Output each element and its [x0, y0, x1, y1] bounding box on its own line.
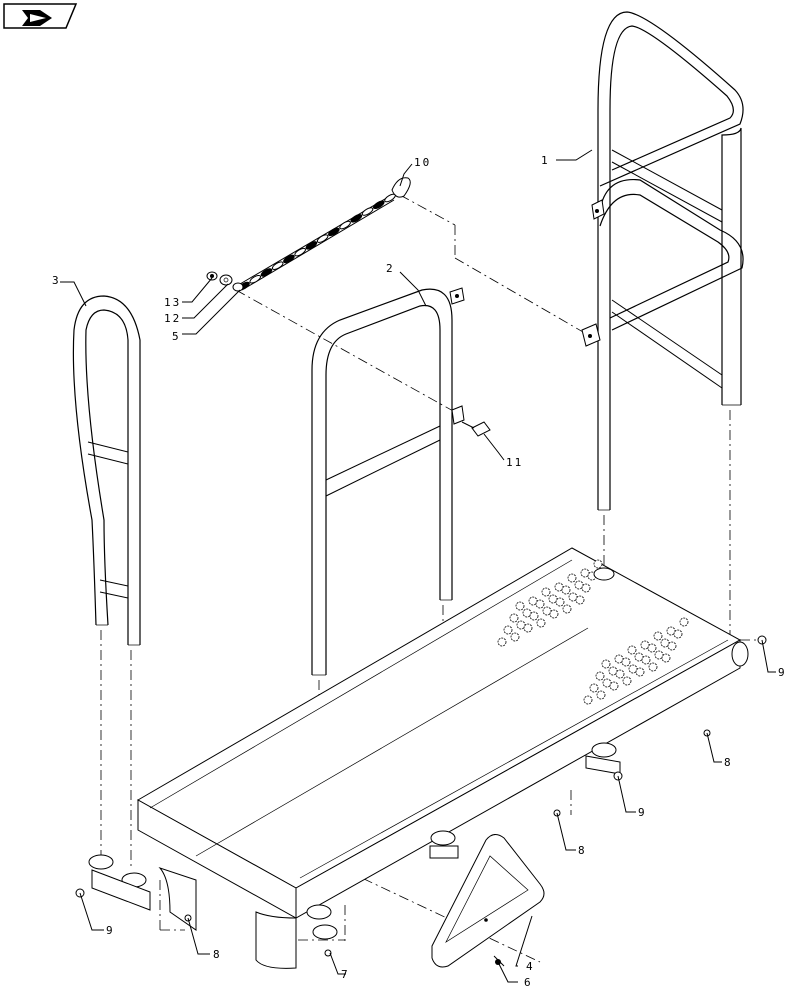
perforation-hole: [647, 643, 657, 653]
callout-10: 10: [414, 156, 431, 169]
perforation-hole: [536, 618, 546, 628]
perforation-hole: [583, 695, 593, 705]
perforation-hole: [679, 617, 689, 627]
callout-13: 13: [164, 296, 181, 309]
perforation-hole: [621, 657, 631, 667]
reflector-4: [431, 834, 545, 968]
perforation-hole: [497, 637, 507, 647]
platform: [136, 547, 742, 969]
chain-link: [350, 214, 363, 223]
perforation-hole: [510, 632, 520, 642]
callout-8b: 8: [578, 844, 587, 857]
chain-links: [238, 193, 396, 291]
perforation-hole: [523, 623, 533, 633]
callout-9c: 9: [778, 666, 787, 679]
perforation-hole: [562, 604, 572, 614]
perforation-hole: [593, 559, 603, 569]
perforation-hole: [653, 631, 663, 641]
handrail-2: [311, 287, 465, 676]
perforations: [497, 559, 689, 705]
callout-11: 11: [506, 456, 523, 469]
chain-link: [294, 247, 306, 257]
perforation-hole: [575, 595, 585, 605]
perforation-hole: [635, 667, 645, 677]
callout-8c: 8: [724, 756, 733, 769]
callout-3: 3: [52, 274, 61, 287]
chain-link: [249, 274, 262, 284]
perforation-hole: [555, 597, 565, 607]
chain-link: [384, 193, 396, 203]
mounting-brackets: [88, 567, 749, 940]
callout-9a: 9: [106, 924, 115, 937]
callout-5: 5: [172, 330, 181, 343]
callout-8a: 8: [213, 948, 222, 961]
chain-link: [260, 268, 273, 277]
chain-link: [283, 254, 295, 264]
perforation-hole: [541, 587, 551, 597]
handrail-1: [581, 11, 744, 511]
callout-12: 12: [164, 312, 181, 325]
perforation-hole: [503, 625, 513, 635]
perforation-hole: [567, 573, 577, 583]
callout-2: 2: [386, 262, 395, 275]
perforation-hole: [509, 613, 519, 623]
perforation-hole: [535, 599, 545, 609]
callout-1: 1: [541, 154, 550, 167]
perforation-hole: [529, 611, 539, 621]
chain-link: [372, 200, 385, 210]
perforation-hole: [595, 671, 605, 681]
perforation-hole: [596, 690, 606, 700]
perforation-hole: [667, 641, 677, 651]
perforation-hole: [549, 609, 559, 619]
chain-link: [361, 207, 374, 216]
leader-lines: [60, 149, 776, 983]
chain-hardware: [206, 271, 244, 292]
perforation-hole: [622, 676, 632, 686]
perforation-hole: [661, 653, 671, 663]
callout-7: 7: [341, 968, 350, 981]
perforation-hole: [601, 659, 611, 669]
perforation-hole: [609, 681, 619, 691]
navigation-icon[interactable]: [3, 3, 78, 29]
bolt-11: [461, 421, 491, 437]
perforation-hole: [561, 585, 571, 595]
chain-link: [316, 234, 329, 243]
chain-link: [305, 241, 318, 250]
perforation-hole: [641, 655, 651, 665]
callout-6: 6: [524, 976, 533, 989]
chain-link: [328, 227, 340, 237]
chain-link: [339, 220, 351, 230]
perforation-hole: [673, 629, 683, 639]
perforation-hole: [615, 669, 625, 679]
perforation-hole: [581, 583, 591, 593]
perforation-hole: [515, 601, 525, 611]
chain-link: [271, 261, 284, 270]
handrail-3: [72, 295, 141, 646]
callout-4: 4: [526, 960, 535, 973]
perforation-hole: [589, 683, 599, 693]
perforation-hole: [627, 645, 637, 655]
perforation-hole: [648, 662, 658, 672]
callout-9b: 9: [638, 806, 647, 819]
